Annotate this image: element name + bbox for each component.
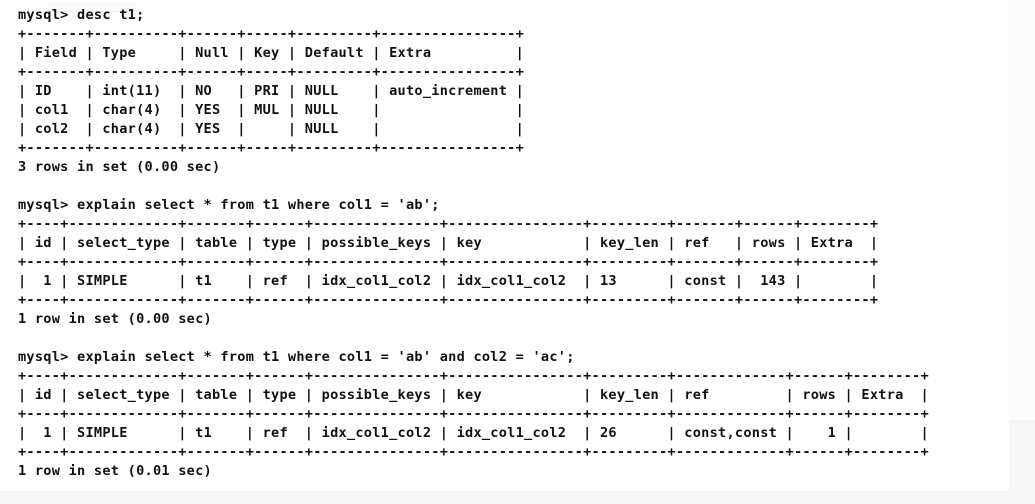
- table-rule-mid: +----+-------------+-------+------+-----…: [18, 406, 929, 422]
- table-row: | col1 | char(4) | YES | MUL | NULL | |: [18, 102, 525, 118]
- table-rule-bottom: +----+-------------+-------+------+-----…: [18, 444, 929, 460]
- terminal-window[interactable]: mysql> desc t1; +-------+----------+-----…: [0, 0, 1009, 491]
- blank-line: [18, 329, 1009, 348]
- terminal-right-margin-lower: [1009, 420, 1035, 491]
- terminal-right-margin: [1009, 0, 1035, 491]
- table-header-row: | id | select_type | table | type | poss…: [18, 387, 929, 403]
- window-artifact: [48, 2, 136, 12]
- table-row: | col2 | char(4) | YES | | NULL | |: [18, 121, 525, 137]
- table-rule-top: +----+-------------+-------+------+-----…: [18, 368, 929, 384]
- table-rule-bottom: +----+-------------+-------+------+-----…: [18, 292, 879, 308]
- table-header-row: | id | select_type | table | type | poss…: [18, 235, 879, 251]
- command-line-desc-t1: mysql> desc t1;: [18, 7, 145, 23]
- table-rule-top: +-------+----------+------+-----+-------…: [18, 26, 525, 42]
- command-line-explain-col1-col2: mysql> explain select * from t1 where co…: [18, 349, 575, 365]
- terminal-output: mysql> desc t1; +-------+----------+-----…: [18, 6, 1009, 481]
- blank-line: [18, 177, 1009, 196]
- status-line-desc-t1: 3 rows in set (0.00 sec): [18, 159, 221, 175]
- table-row: | 1 | SIMPLE | t1 | ref | idx_col1_col2 …: [18, 273, 879, 289]
- status-line-explain-col1-col2: 1 row in set (0.01 sec): [18, 463, 212, 479]
- table-row: | ID | int(11) | NO | PRI | NULL | auto_…: [18, 83, 525, 99]
- command-line-explain-col1: mysql> explain select * from t1 where co…: [18, 197, 440, 213]
- status-line-explain-col1: 1 row in set (0.00 sec): [18, 311, 212, 327]
- table-row: | 1 | SIMPLE | t1 | ref | idx_col1_col2 …: [18, 425, 929, 441]
- terminal-bottom-margin: [0, 491, 1035, 504]
- table-rule-mid: +-------+----------+------+-----+-------…: [18, 64, 525, 80]
- table-rule-top: +----+-------------+-------+------+-----…: [18, 216, 879, 232]
- table-rule-bottom: +-------+----------+------+-----+-------…: [18, 140, 525, 156]
- table-rule-mid: +----+-------------+-------+------+-----…: [18, 254, 879, 270]
- table-header-row: | Field | Type | Null | Key | Default | …: [18, 45, 525, 61]
